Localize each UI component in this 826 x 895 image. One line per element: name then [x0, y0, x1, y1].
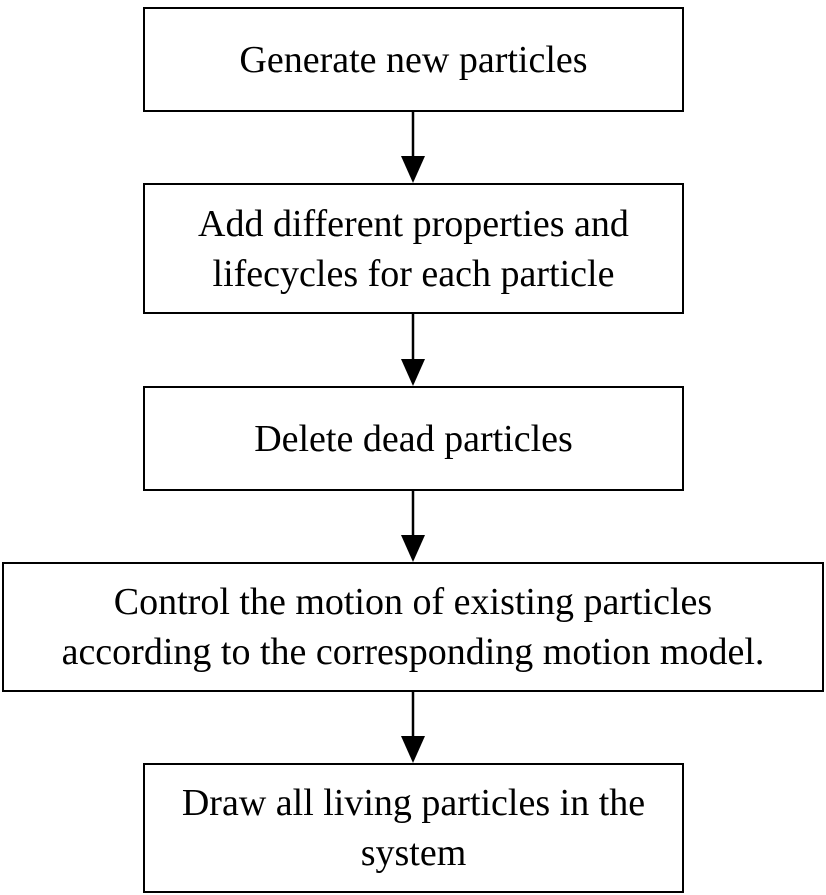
step-label: Draw all living particles in the system — [181, 782, 646, 874]
step-label: Delete dead particles — [254, 417, 573, 460]
step-box-add-properties-lifecycles: Add different properties and lifecycles … — [143, 183, 684, 314]
step-label: Generate new particles — [239, 38, 588, 81]
arrow-head-4 — [401, 736, 425, 763]
arrow-head-2 — [401, 359, 425, 386]
step-label: Add different properties and lifecycles … — [198, 202, 629, 295]
step-box-generate-new-particles: Generate new particles — [143, 7, 684, 112]
arrow-head-3 — [401, 535, 425, 562]
step-box-delete-dead-particles: Delete dead particles — [143, 386, 684, 491]
arrow-head-1 — [401, 156, 425, 183]
step-label: Control the motion of existing particles… — [61, 581, 765, 673]
step-box-draw-living-particles: Draw all living particles in the system — [143, 763, 684, 893]
step-box-control-motion: Control the motion of existing particles… — [2, 562, 824, 692]
